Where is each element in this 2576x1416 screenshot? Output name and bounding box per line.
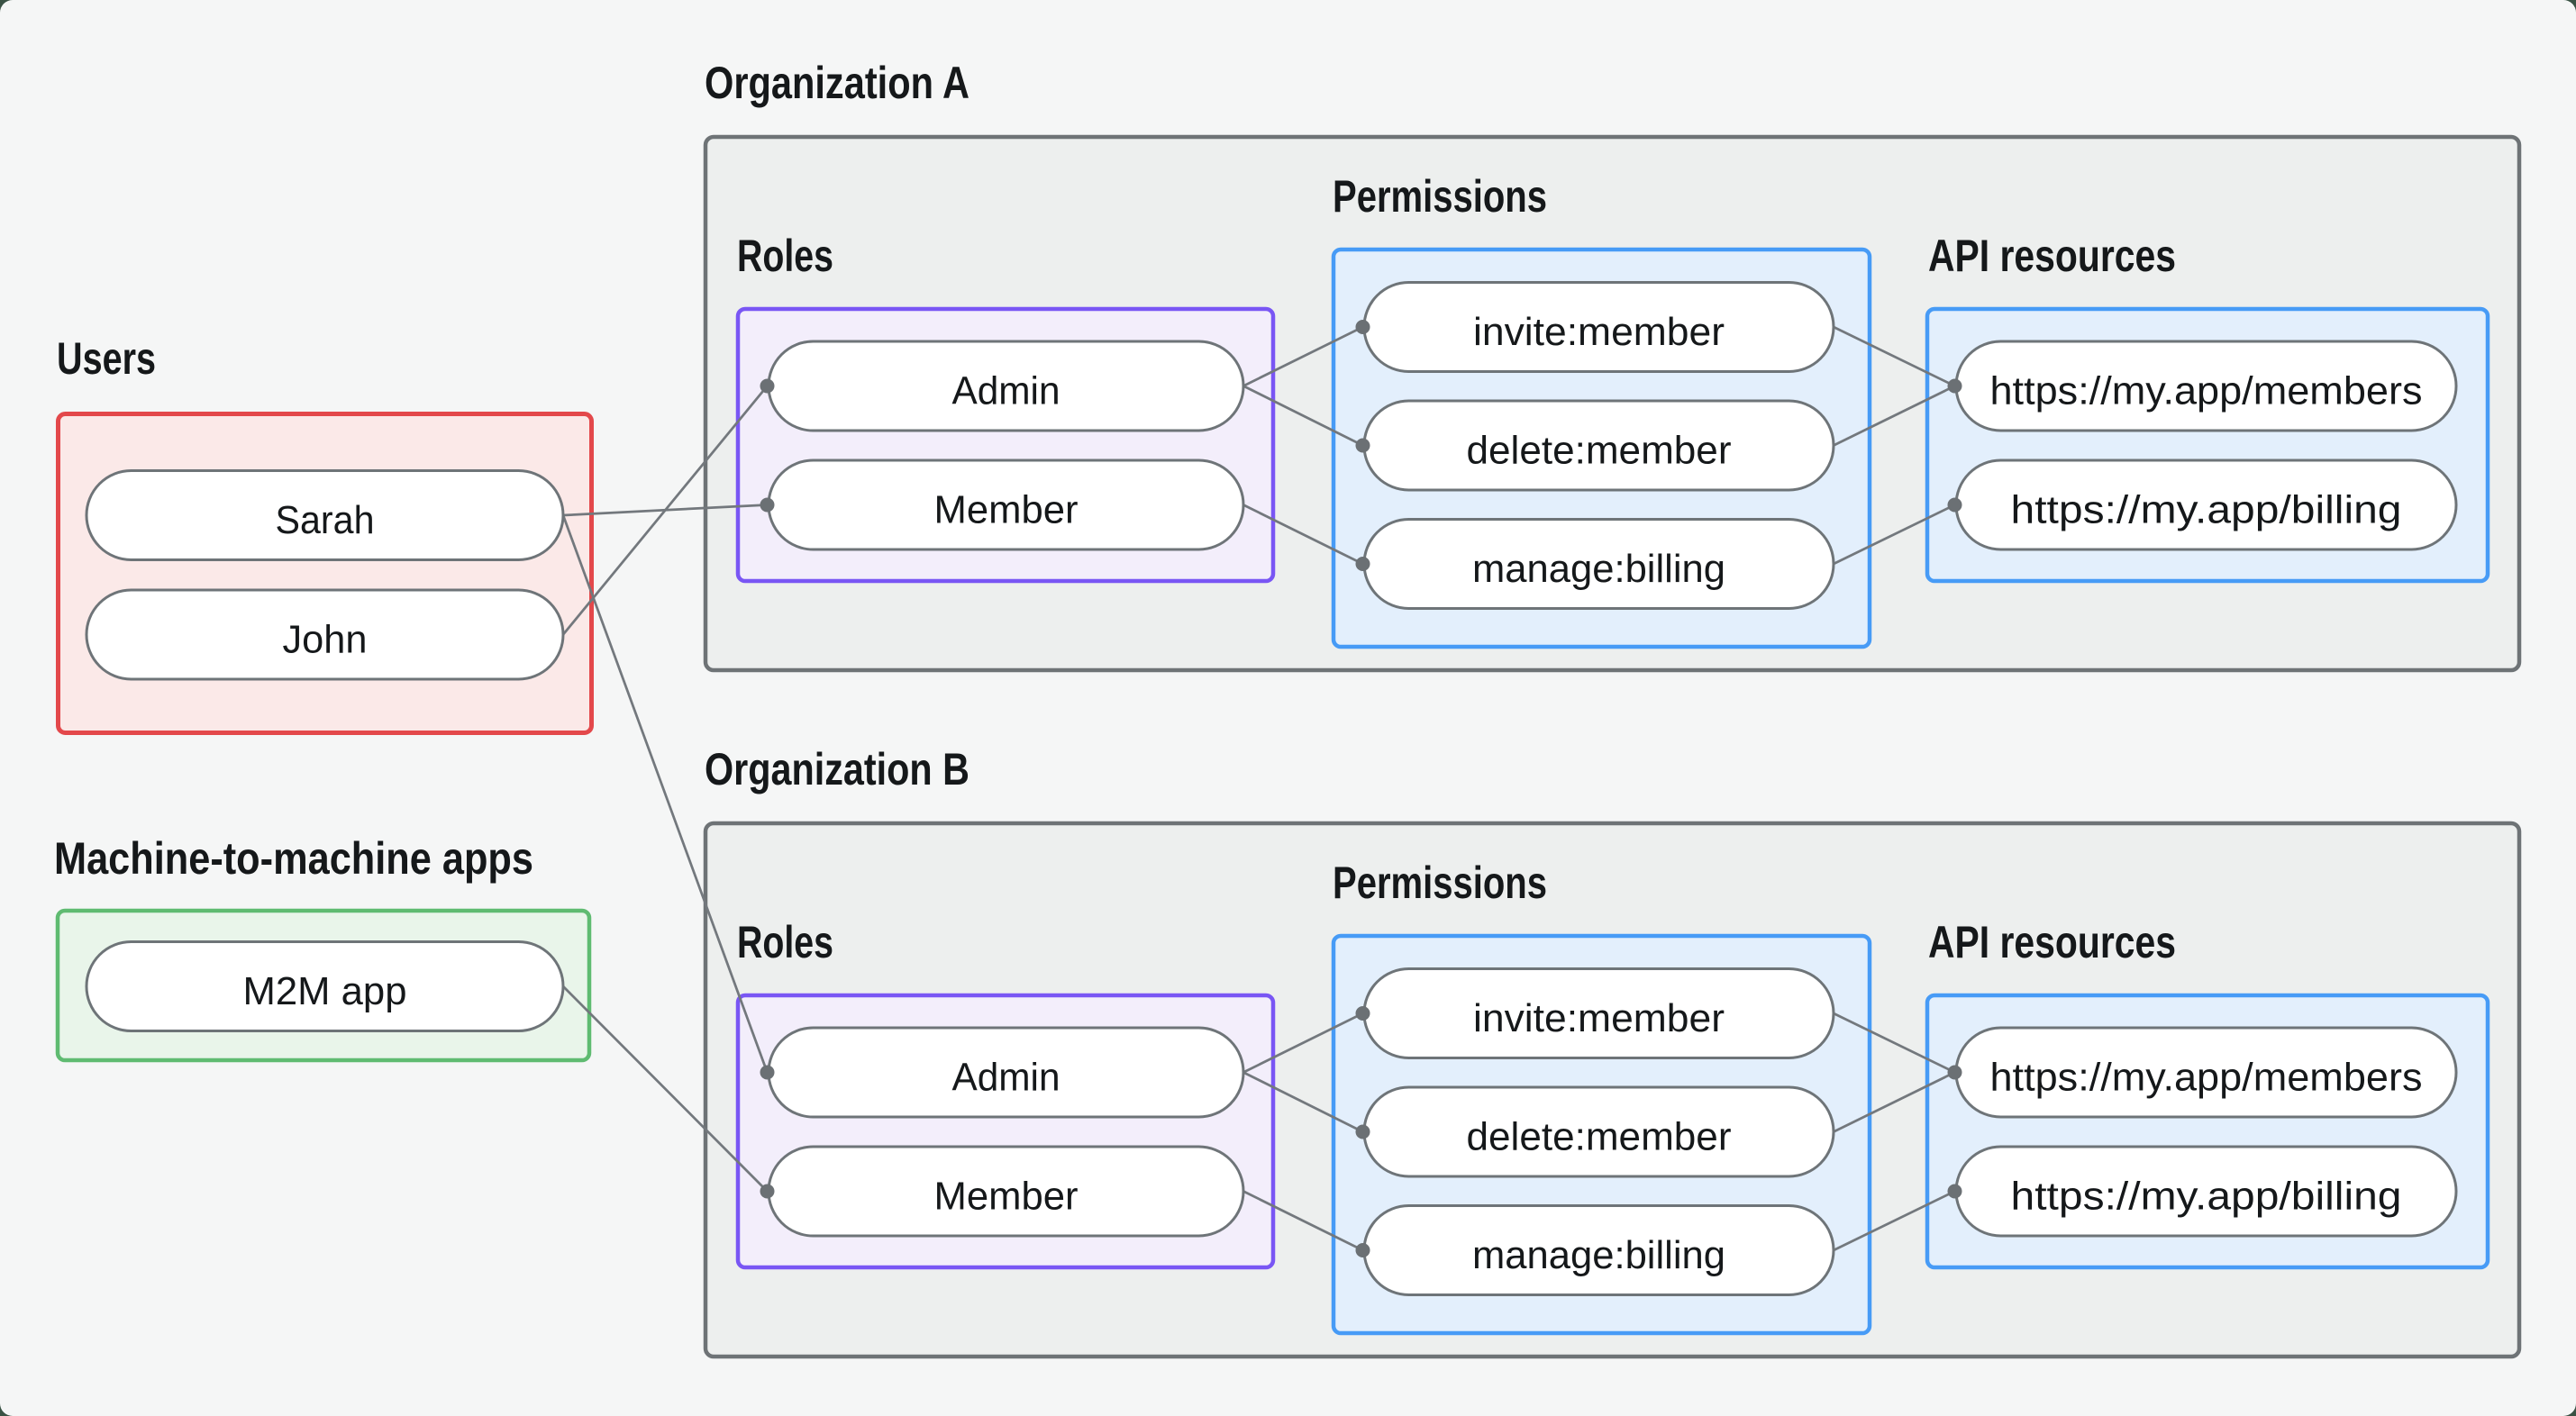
svg-text:Member: Member xyxy=(934,1175,1079,1219)
svg-text:invite:member: invite:member xyxy=(1473,996,1725,1040)
svg-text:Admin: Admin xyxy=(952,369,1060,413)
svg-text:manage:billing: manage:billing xyxy=(1472,547,1725,591)
svg-text:Permissions: Permissions xyxy=(1333,171,1547,222)
svg-text:API resources: API resources xyxy=(1928,917,2176,967)
svg-text:Sarah: Sarah xyxy=(276,498,375,542)
svg-text:John: John xyxy=(283,618,368,662)
svg-text:Users: Users xyxy=(57,333,156,384)
svg-text:manage:billing: manage:billing xyxy=(1472,1233,1725,1277)
svg-text:Member: Member xyxy=(934,488,1079,532)
svg-text:https://my.app/members: https://my.app/members xyxy=(1990,1056,2423,1100)
svg-text:https://my.app/billing: https://my.app/billing xyxy=(2011,1175,2402,1219)
svg-text:Admin: Admin xyxy=(952,1056,1060,1100)
svg-text:Roles: Roles xyxy=(737,917,833,967)
svg-text:https://my.app/billing: https://my.app/billing xyxy=(2011,488,2402,532)
svg-text:invite:member: invite:member xyxy=(1473,310,1725,354)
svg-text:Permissions: Permissions xyxy=(1333,858,1547,908)
svg-text:https://my.app/members: https://my.app/members xyxy=(1990,369,2423,413)
svg-text:delete:member: delete:member xyxy=(1467,1115,1732,1159)
svg-text:API resources: API resources xyxy=(1928,231,2176,281)
svg-text:Organization A: Organization A xyxy=(705,58,969,108)
svg-text:Roles: Roles xyxy=(737,231,833,281)
svg-text:Machine-to-machine apps: Machine-to-machine apps xyxy=(54,833,533,884)
svg-text:M2M app: M2M app xyxy=(243,969,407,1013)
svg-text:delete:member: delete:member xyxy=(1467,429,1732,473)
svg-text:Organization B: Organization B xyxy=(705,744,969,794)
